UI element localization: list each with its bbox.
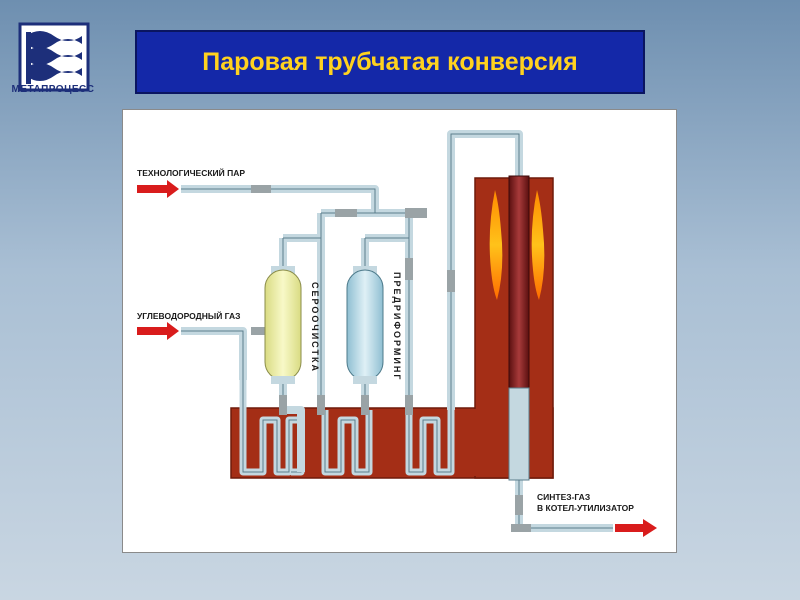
page-title: Паровая трубчатая конверсия: [202, 47, 578, 76]
diagram-panel: СЕРООЧИСТКА ПРЕДРИФОРМИНГ ТЕХНОЛОГИЧЕСКИ…: [122, 109, 677, 553]
pipe-insulation: [251, 185, 531, 532]
output-label-line2: В КОТЕЛ-УТИЛИЗАТОР: [537, 503, 634, 513]
process-diagram: СЕРООЧИСТКА ПРЕДРИФОРМИНГ ТЕХНОЛОГИЧЕСКИ…: [137, 130, 657, 537]
output-label-line1: СИНТЕЗ-ГАЗ: [537, 492, 590, 502]
desulfurizer-label: СЕРООЧИСТКА: [310, 282, 320, 373]
title-bar: Паровая трубчатая конверсия: [135, 30, 645, 94]
gas-input-label: УГЛЕВОДОРОДНЫЙ ГАЗ: [137, 310, 240, 321]
steam-arrow-icon: [137, 180, 179, 198]
reformer-tube: [508, 175, 530, 481]
steam-input-label: ТЕХНОЛОГИЧЕСКИЙ ПАР: [137, 167, 245, 178]
gas-arrow-icon: [137, 322, 179, 340]
desulfurizer-vessel: [264, 266, 302, 384]
logo-text: МЕТАПРОЦЕСС: [11, 84, 95, 95]
burner-flames: [489, 190, 545, 300]
metaprocess-logo-icon: [18, 22, 90, 92]
output-arrow-icon: [615, 519, 657, 537]
prereformer-vessel: [346, 266, 384, 384]
prereformer-label: ПРЕДРИФОРМИНГ: [392, 272, 402, 382]
